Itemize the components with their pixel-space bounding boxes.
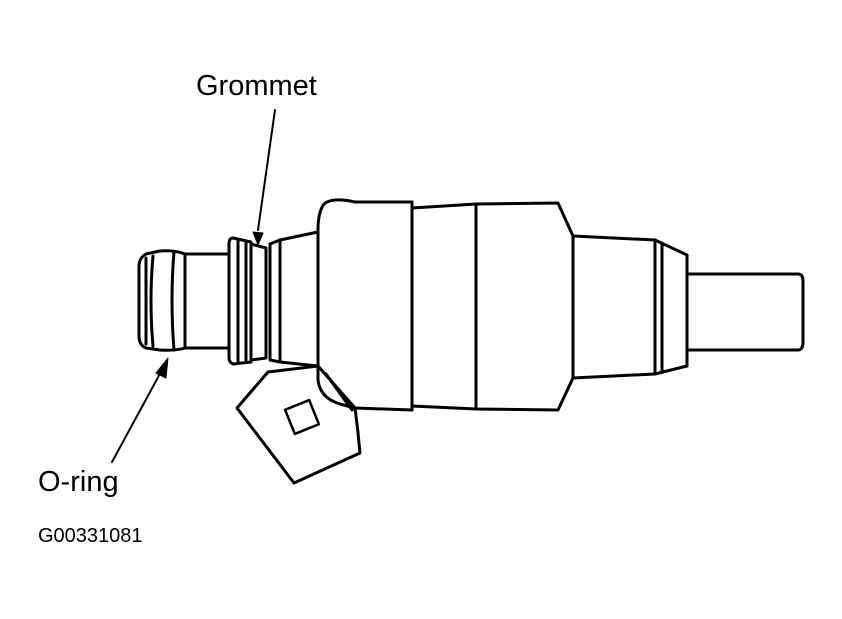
injector-main-band (474, 201, 575, 412)
grommet-ring (227, 236, 268, 366)
o-ring (137, 249, 187, 352)
figure-id: G00331081 (38, 525, 143, 547)
inlet-tube (183, 252, 231, 350)
injector-neck (268, 238, 320, 368)
injector-lower-body (571, 234, 657, 380)
injector-tip (686, 272, 805, 352)
injector-tip-collar (653, 238, 689, 376)
injector-upper-band (353, 200, 414, 412)
injector-mid-body (410, 202, 478, 411)
injector-shoulder (278, 198, 357, 410)
o-ring-label: O-ring (38, 466, 119, 498)
electrical-connector (235, 364, 362, 485)
grommet-label: Grommet (196, 70, 317, 102)
grommet-leader (252, 109, 276, 246)
o-ring-leader (111, 357, 169, 463)
